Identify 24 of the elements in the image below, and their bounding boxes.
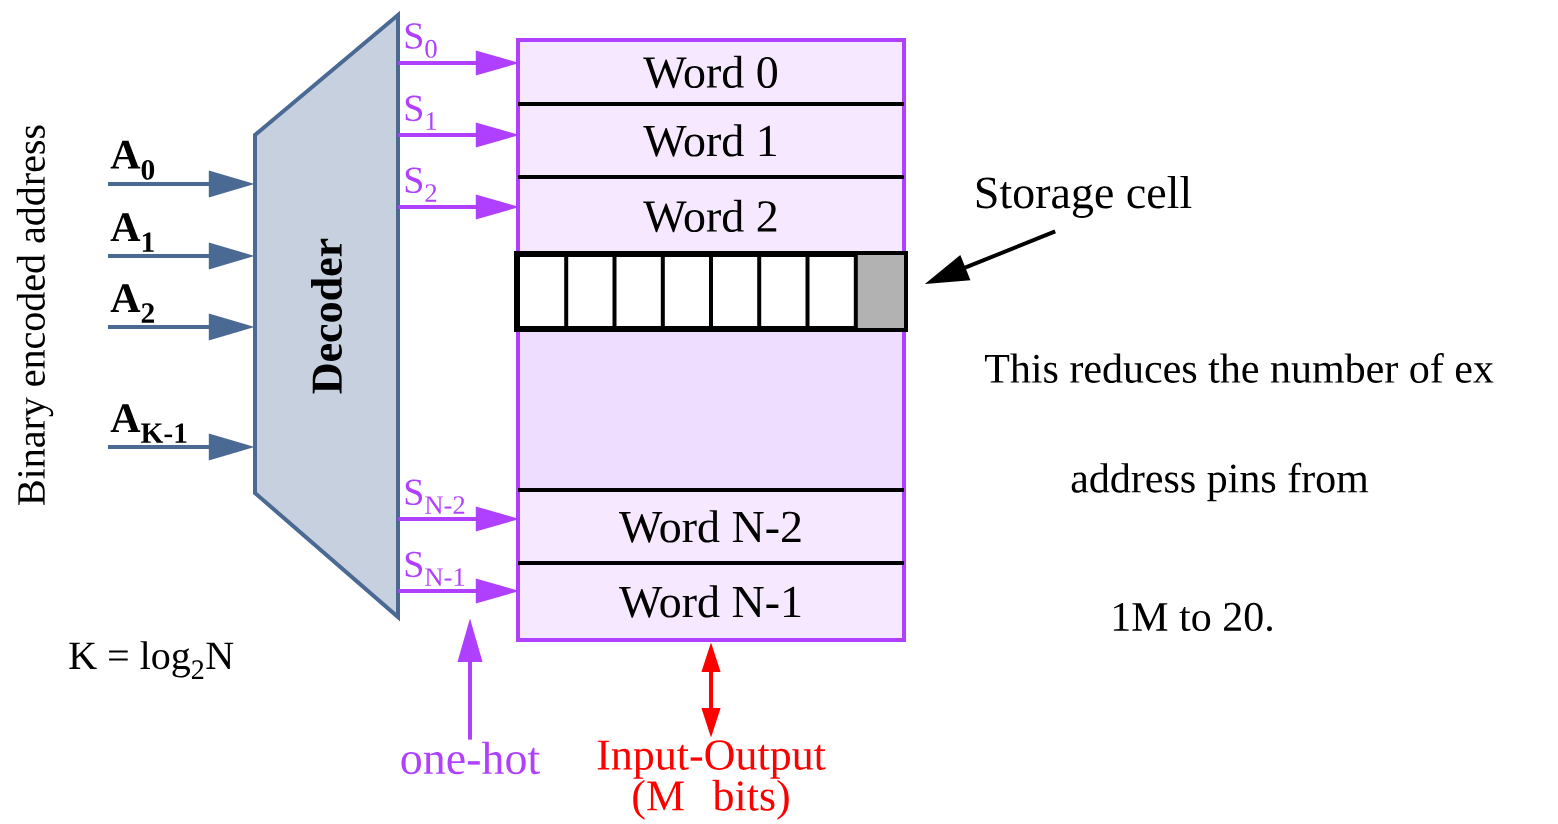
signal-label: S$_{2}$: [403, 167, 439, 202]
signal-label: A$_{1}$: [110, 213, 156, 252]
word-row: Word 1: [520, 106, 902, 175]
note-text: address pins from: [1071, 462, 1369, 502]
signal-label: S$_{N-1}$: [403, 551, 467, 586]
signal-label: A$_{2}$: [110, 284, 156, 323]
note-text: K = log$_{2}$N: [69, 641, 234, 679]
decoder-trapezoid: Decoder: [253, 10, 400, 622]
signal-label: A$_{K-1}$: [110, 404, 189, 443]
callout-text: Storage cell: [976, 176, 1192, 218]
callout-text: Input-Output (M bits): [597, 740, 826, 820]
signal-label: S$_{0}$: [403, 23, 439, 58]
storage-cell-row: [514, 251, 908, 332]
word-row: Word N-2: [520, 492, 902, 561]
note-text: This reduces the number of ex: [985, 353, 1494, 383]
note-text: 1M to 20.: [1113, 602, 1272, 632]
signal-label: S$_{N-2}$: [403, 479, 467, 514]
word-row: Word N-1: [520, 565, 902, 638]
callout-text: one-hot: [401, 741, 540, 775]
signal-label: S$_{1}$: [403, 95, 439, 130]
note-text: Binary encoded address: [16, 125, 54, 505]
word-row: Word 2: [520, 179, 902, 253]
word-row: Word 0: [520, 42, 902, 102]
signal-label: A$_{0}$: [110, 140, 156, 180]
